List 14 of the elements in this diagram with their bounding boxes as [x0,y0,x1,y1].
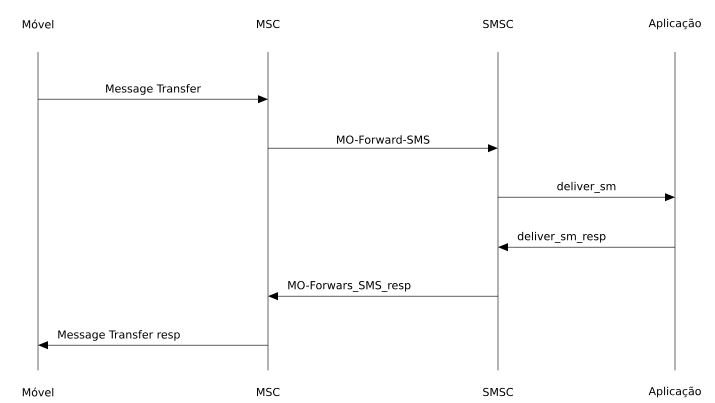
edge-label: MO-Forwars_SMS_resp [288,281,410,292]
participant-label: MSC [257,388,280,396]
edge-label: Message Transfer resp [58,330,180,341]
participant-label: MSC [257,20,280,28]
edge-label: Message Transfer [106,84,201,95]
participant-label: Aplicação [648,18,701,30]
participant-label: Móvel [22,20,54,28]
edge-label: deliver_sm [557,182,616,193]
participant-label: SMSC [483,388,513,396]
participant-label: Móvel [22,388,54,396]
edge-label: deliver_sm_resp [518,232,606,243]
participant-label: SMSC [483,20,513,28]
participant-label: Aplicação [648,386,701,398]
edge-label: MO-Forward-SMS [337,135,430,144]
